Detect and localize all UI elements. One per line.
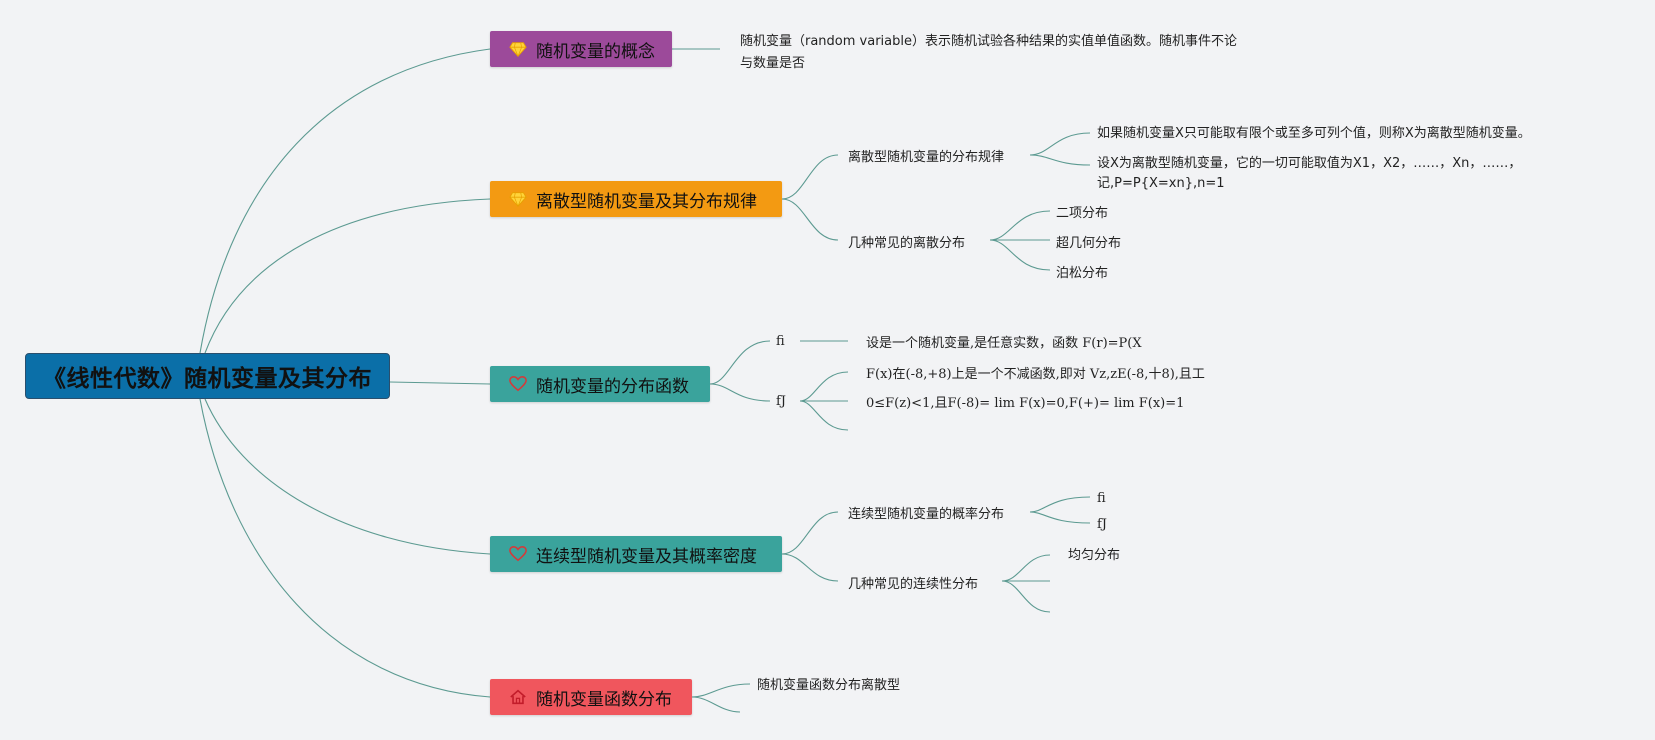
- concept-description: 随机变量（random variable）表示随机试验各种结果的实值单值函数。随…: [740, 34, 1237, 71]
- topic-discrete-label: 离散型随机变量及其分布规律: [536, 191, 757, 212]
- topic-continuous[interactable]: 连续型随机变量及其概率密度: [490, 536, 782, 572]
- cdf-fi-text[interactable]: 设是一个随机变量,是任意实数，函数 F(r)=P(X: [866, 335, 1142, 351]
- cdf-fj-property-1[interactable]: F(x)在(-8,+8)上是一个不减函数,即对 Vz,zE(-8,十8),且工: [866, 366, 1205, 382]
- topic-cdf-label: 随机变量的分布函数: [536, 376, 689, 397]
- continuous-prob-fj[interactable]: fJ: [1097, 516, 1108, 532]
- continuous-item-uniform[interactable]: 均匀分布: [1068, 547, 1121, 563]
- topic-function-label: 随机变量函数分布: [536, 689, 672, 710]
- discrete-definition-2-cont: 记,P=P{X=xn},n=1: [1097, 175, 1225, 191]
- continuous-prob-topic[interactable]: 连续型随机变量的概率分布: [848, 506, 1005, 522]
- topic-concept-label: 随机变量的概念: [536, 41, 655, 62]
- continuous-prob-fi[interactable]: fi: [1097, 490, 1106, 506]
- discrete-law-topic[interactable]: 离散型随机变量的分布规律: [848, 149, 1005, 165]
- cdf-fj-topic[interactable]: fJ: [776, 393, 787, 409]
- cdf-fj-property-2[interactable]: 0≤F(z)<1,且F(-8)= lim F(x)=0,F(+)= lim F(…: [866, 395, 1185, 411]
- cdf-fi-topic[interactable]: fi: [776, 333, 785, 349]
- discrete-item-binomial[interactable]: 二项分布: [1056, 205, 1109, 221]
- discrete-item-hypergeometric[interactable]: 超几何分布: [1056, 235, 1122, 251]
- root-topic[interactable]: 《线性代数》随机变量及其分布: [25, 353, 390, 399]
- discrete-common-topic[interactable]: 几种常见的离散分布: [848, 235, 966, 251]
- continuous-common-topic[interactable]: 几种常见的连续性分布: [848, 576, 979, 592]
- topic-function[interactable]: 随机变量函数分布: [490, 679, 692, 715]
- discrete-definition-2[interactable]: 设X为离散型随机变量，它的一切可能取值为X1，X2，……，Xn，……，: [1097, 155, 1522, 171]
- discrete-definition-1[interactable]: 如果随机变量X只可能取有限个或至多可列个值，则称X为离散型随机变量。: [1097, 125, 1531, 141]
- discrete-item-poisson[interactable]: 泊松分布: [1056, 265, 1109, 281]
- home-icon: [508, 687, 528, 707]
- diamond-icon: [508, 39, 528, 59]
- heart-icon: [508, 374, 528, 394]
- topic-cdf[interactable]: 随机变量的分布函数: [490, 366, 710, 402]
- topic-continuous-label: 连续型随机变量及其概率密度: [536, 546, 757, 567]
- function-item-discrete[interactable]: 随机变量函数分布离散型: [757, 677, 901, 693]
- diamond-icon: [508, 189, 528, 209]
- heart-icon: [508, 544, 528, 564]
- topic-discrete[interactable]: 离散型随机变量及其分布规律: [490, 181, 782, 217]
- topic-concept[interactable]: 随机变量的概念: [490, 31, 672, 67]
